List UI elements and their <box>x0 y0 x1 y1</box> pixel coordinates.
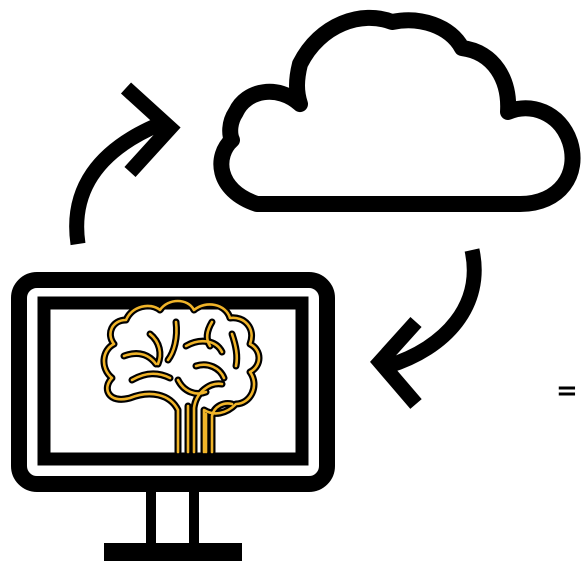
brain-icon <box>100 297 263 456</box>
curved-arrow-up-icon <box>69 82 181 246</box>
cloud-icon <box>213 9 581 212</box>
curved-arrow-down-icon <box>370 248 482 409</box>
equals-symbol: = <box>556 376 578 406</box>
